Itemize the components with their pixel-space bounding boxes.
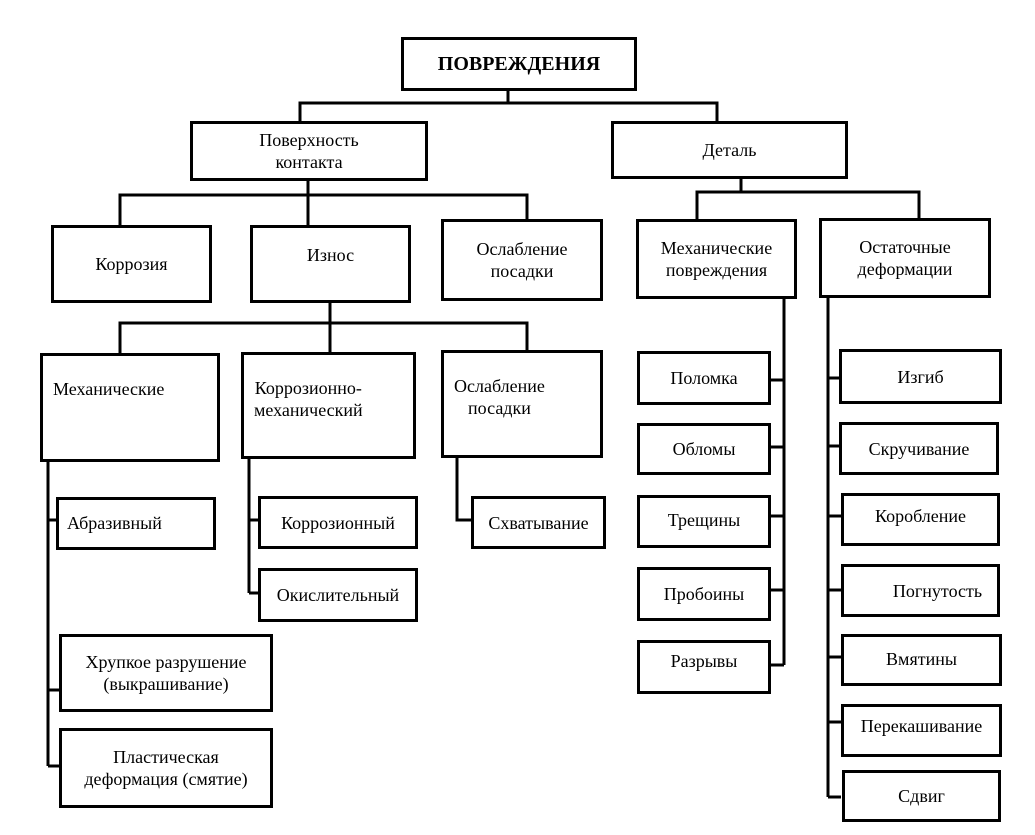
abrasive-node: Абразивный <box>56 497 216 550</box>
fit-loosening-node: Ослабление посадки <box>441 219 603 301</box>
residual-deformation-node: Остаточные деформации <box>819 218 991 298</box>
corrosive-node: Коррозионный <box>258 496 418 549</box>
root-node: ПОВРЕЖДЕНИЯ <box>401 37 637 91</box>
corrosion-mechanical-wear-node: Коррозионно- механический <box>241 352 416 459</box>
corrosion-node: Коррозия <box>51 225 212 303</box>
curvature-node: Погнутость <box>841 564 1000 617</box>
dents-node: Вмятины <box>841 634 1002 686</box>
twisting-node: Скручивание <box>839 422 999 475</box>
breakage-node: Поломка <box>637 351 771 405</box>
bending-node: Изгиб <box>839 349 1002 404</box>
skewing-node: Перекашивание <box>841 704 1002 757</box>
oxidative-node: Окислительный <box>258 568 418 622</box>
surface-contact-node: Поверхность контакта <box>190 121 428 181</box>
chipping-node: Обломы <box>637 423 771 475</box>
plastic-deformation-node: Пластическая деформация (смятие) <box>59 728 273 808</box>
wear-node: Износ <box>250 225 411 303</box>
brittle-fracture-node: Хрупкое разрушение (выкрашивание) <box>59 634 273 712</box>
shear-node: Сдвиг <box>842 770 1001 822</box>
ruptures-node: Разрывы <box>637 640 771 694</box>
fit-loosening-wear-node: Ослабление посадки <box>441 350 603 458</box>
seizure-node: Схватывание <box>471 496 606 549</box>
mechanical-damage-node: Механические повреждения <box>636 219 797 299</box>
part-node: Деталь <box>611 121 848 179</box>
punctures-node: Пробоины <box>637 567 771 621</box>
mechanical-wear-node: Механические <box>40 353 220 462</box>
cracks-node: Трещины <box>637 495 771 548</box>
warping-node: Коробление <box>841 493 1000 546</box>
